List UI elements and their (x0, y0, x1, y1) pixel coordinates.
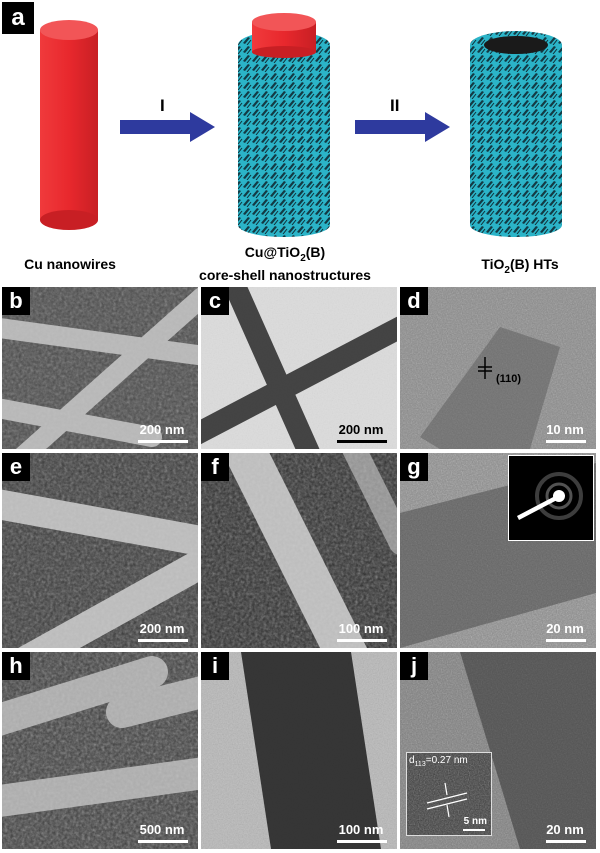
panel-label-b: b (2, 287, 30, 315)
lattice-fringes-icon (407, 753, 491, 835)
scale-bar-b (138, 440, 188, 443)
scale-bar-f (337, 639, 387, 642)
panel-c-tem: c 200 nm (201, 287, 397, 449)
hollow-tube-rod (470, 31, 562, 237)
sem-image-b (2, 287, 198, 449)
scale-bar-d (546, 440, 586, 443)
caption-core-shell-post: (B) (305, 244, 326, 260)
caption-hollow-pre: TiO (481, 256, 505, 272)
step-label-1: I (160, 96, 165, 115)
lattice-annotation-d: (110) (496, 373, 522, 385)
caption-core-shell-line2: core-shell nanostructures (199, 266, 371, 283)
tem-image-i (201, 652, 397, 849)
core-shell-rod (238, 13, 330, 237)
sem-image-h (2, 652, 198, 849)
sem-image-f (201, 453, 397, 648)
scale-text-f: 100 nm (338, 621, 384, 636)
panel-label-g: g (400, 453, 428, 481)
panel-label-f: f (201, 453, 229, 481)
scale-bar-h (138, 840, 188, 843)
panel-e-sem: e 200 nm (2, 453, 198, 648)
inset-d-post: =0.27 nm (425, 755, 468, 766)
scale-text-e: 200 nm (139, 621, 185, 636)
inset-d-spacing: d113=0.27 nm (409, 755, 468, 768)
scale-text-g: 20 nm (546, 621, 584, 636)
scale-bar-g (546, 639, 586, 642)
schematic-panel: a I II Cu nanowires C (0, 0, 600, 285)
scale-text-d: 10 nm (546, 422, 584, 437)
sem-image-e (2, 453, 198, 648)
step-label-2: II (390, 96, 400, 115)
scale-bar-c (337, 440, 387, 443)
hrtem-image-d (400, 287, 596, 449)
panel-label-h: h (2, 652, 30, 680)
panel-h-sem: h 500 nm (2, 652, 198, 849)
inset-scale-text: 5 nm (463, 816, 487, 827)
panel-label-i: i (201, 652, 229, 680)
scale-text-i: 100 nm (338, 822, 384, 837)
arrow-step-1 (120, 112, 215, 142)
caption-core-shell-pre: Cu@TiO (244, 244, 301, 260)
lattice-inset: d113=0.27 nm 5 nm (406, 752, 492, 836)
panel-label-c: c (201, 287, 229, 315)
scale-bar-e (138, 639, 188, 642)
caption-hollow-post: (B) HTs (509, 256, 559, 272)
inset-scale-bar (463, 829, 485, 831)
scale-bar-i (337, 840, 387, 843)
caption-cu-nanowires: Cu nanowires (24, 256, 116, 272)
panel-g-tem: g 20 nm (400, 453, 596, 648)
caption-hollow-tubes: TiO2(B) HTs (450, 256, 590, 276)
scale-text-h: 500 nm (139, 822, 185, 837)
panel-f-sem: f 100 nm (201, 453, 397, 648)
caption-hollow-sub: 2 (504, 264, 510, 276)
diffraction-pattern-icon (517, 472, 583, 520)
caption-core-shell: Cu@TiO2(B) core-shell nanostructures (185, 244, 385, 284)
panel-d-hrtem: (110) d 10 nm (400, 287, 596, 449)
panel-label-a: a (2, 2, 34, 34)
arrow-step-2 (355, 112, 450, 142)
panel-label-j: j (400, 652, 428, 680)
tem-image-c (201, 287, 397, 449)
panel-label-d: d (400, 287, 428, 315)
inset-d-pre: d (409, 755, 415, 766)
cu-nanowire-rod (40, 20, 98, 230)
scale-bar-j (546, 840, 586, 843)
panel-label-e: e (2, 453, 30, 481)
schematic-drawing (40, 13, 562, 237)
panel-b-sem: b 200 nm (2, 287, 198, 449)
panel-j-hrtem: d113=0.27 nm 5 nm j 20 nm (400, 652, 596, 849)
scale-text-j: 20 nm (546, 822, 584, 837)
panel-i-tem: i 100 nm (201, 652, 397, 849)
scale-text-b: 200 nm (139, 422, 185, 437)
scale-text-c: 200 nm (338, 422, 384, 437)
caption-core-shell-sub: 2 (300, 252, 306, 264)
inset-d-sub: 113 (414, 761, 426, 768)
saed-inset (508, 455, 594, 541)
